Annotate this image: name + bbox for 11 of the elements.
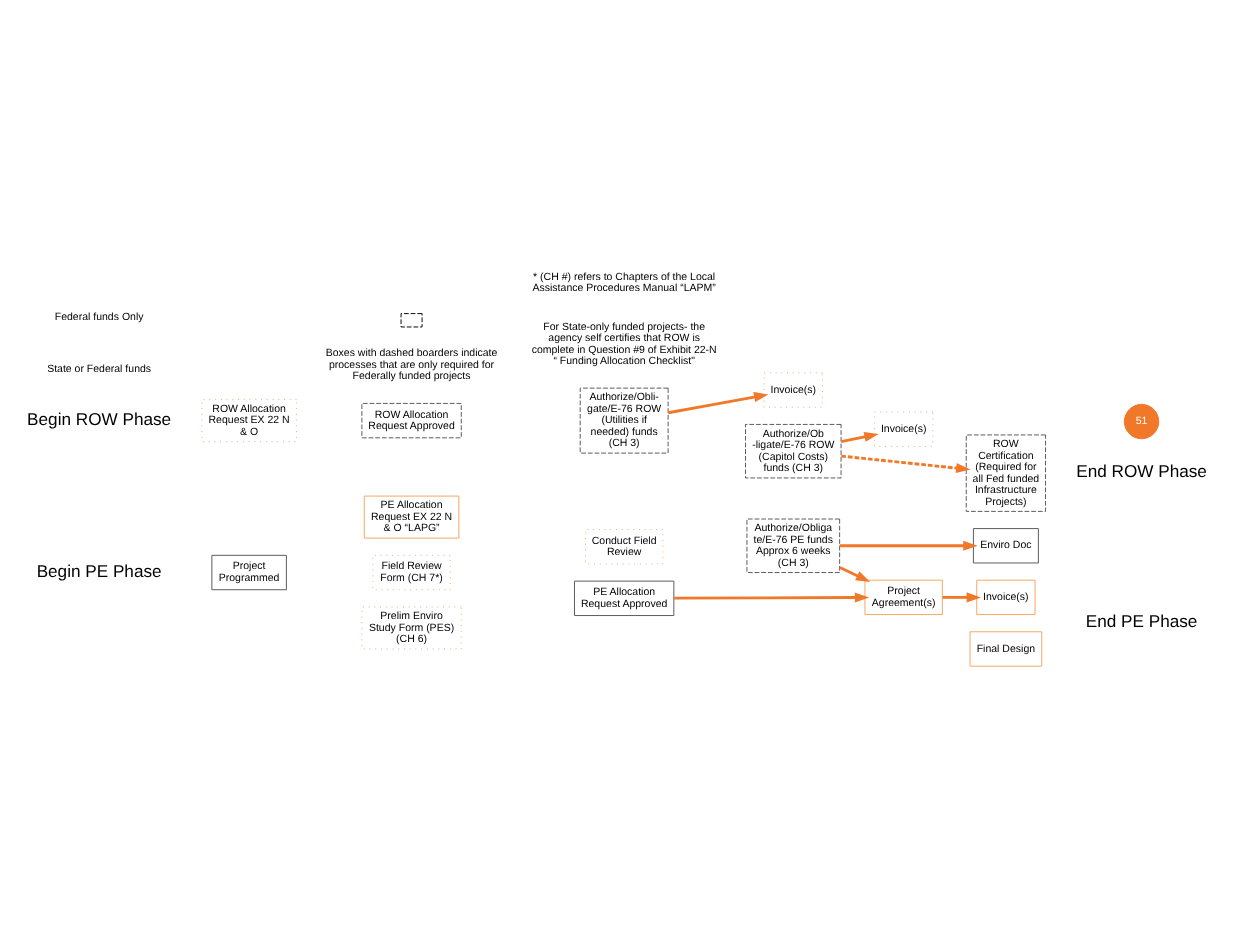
arrow (839, 566, 871, 582)
label: Begin ROW Phase (27, 408, 172, 429)
arrow (839, 540, 978, 551)
arrow (840, 432, 879, 444)
arrow (841, 454, 971, 474)
arrow (942, 592, 981, 603)
label: End ROW Phase (1076, 461, 1207, 482)
label: End PE Phase (1085, 611, 1198, 632)
arrow (667, 392, 769, 415)
label: Begin PE Phase (36, 560, 162, 581)
arrow (674, 592, 870, 603)
